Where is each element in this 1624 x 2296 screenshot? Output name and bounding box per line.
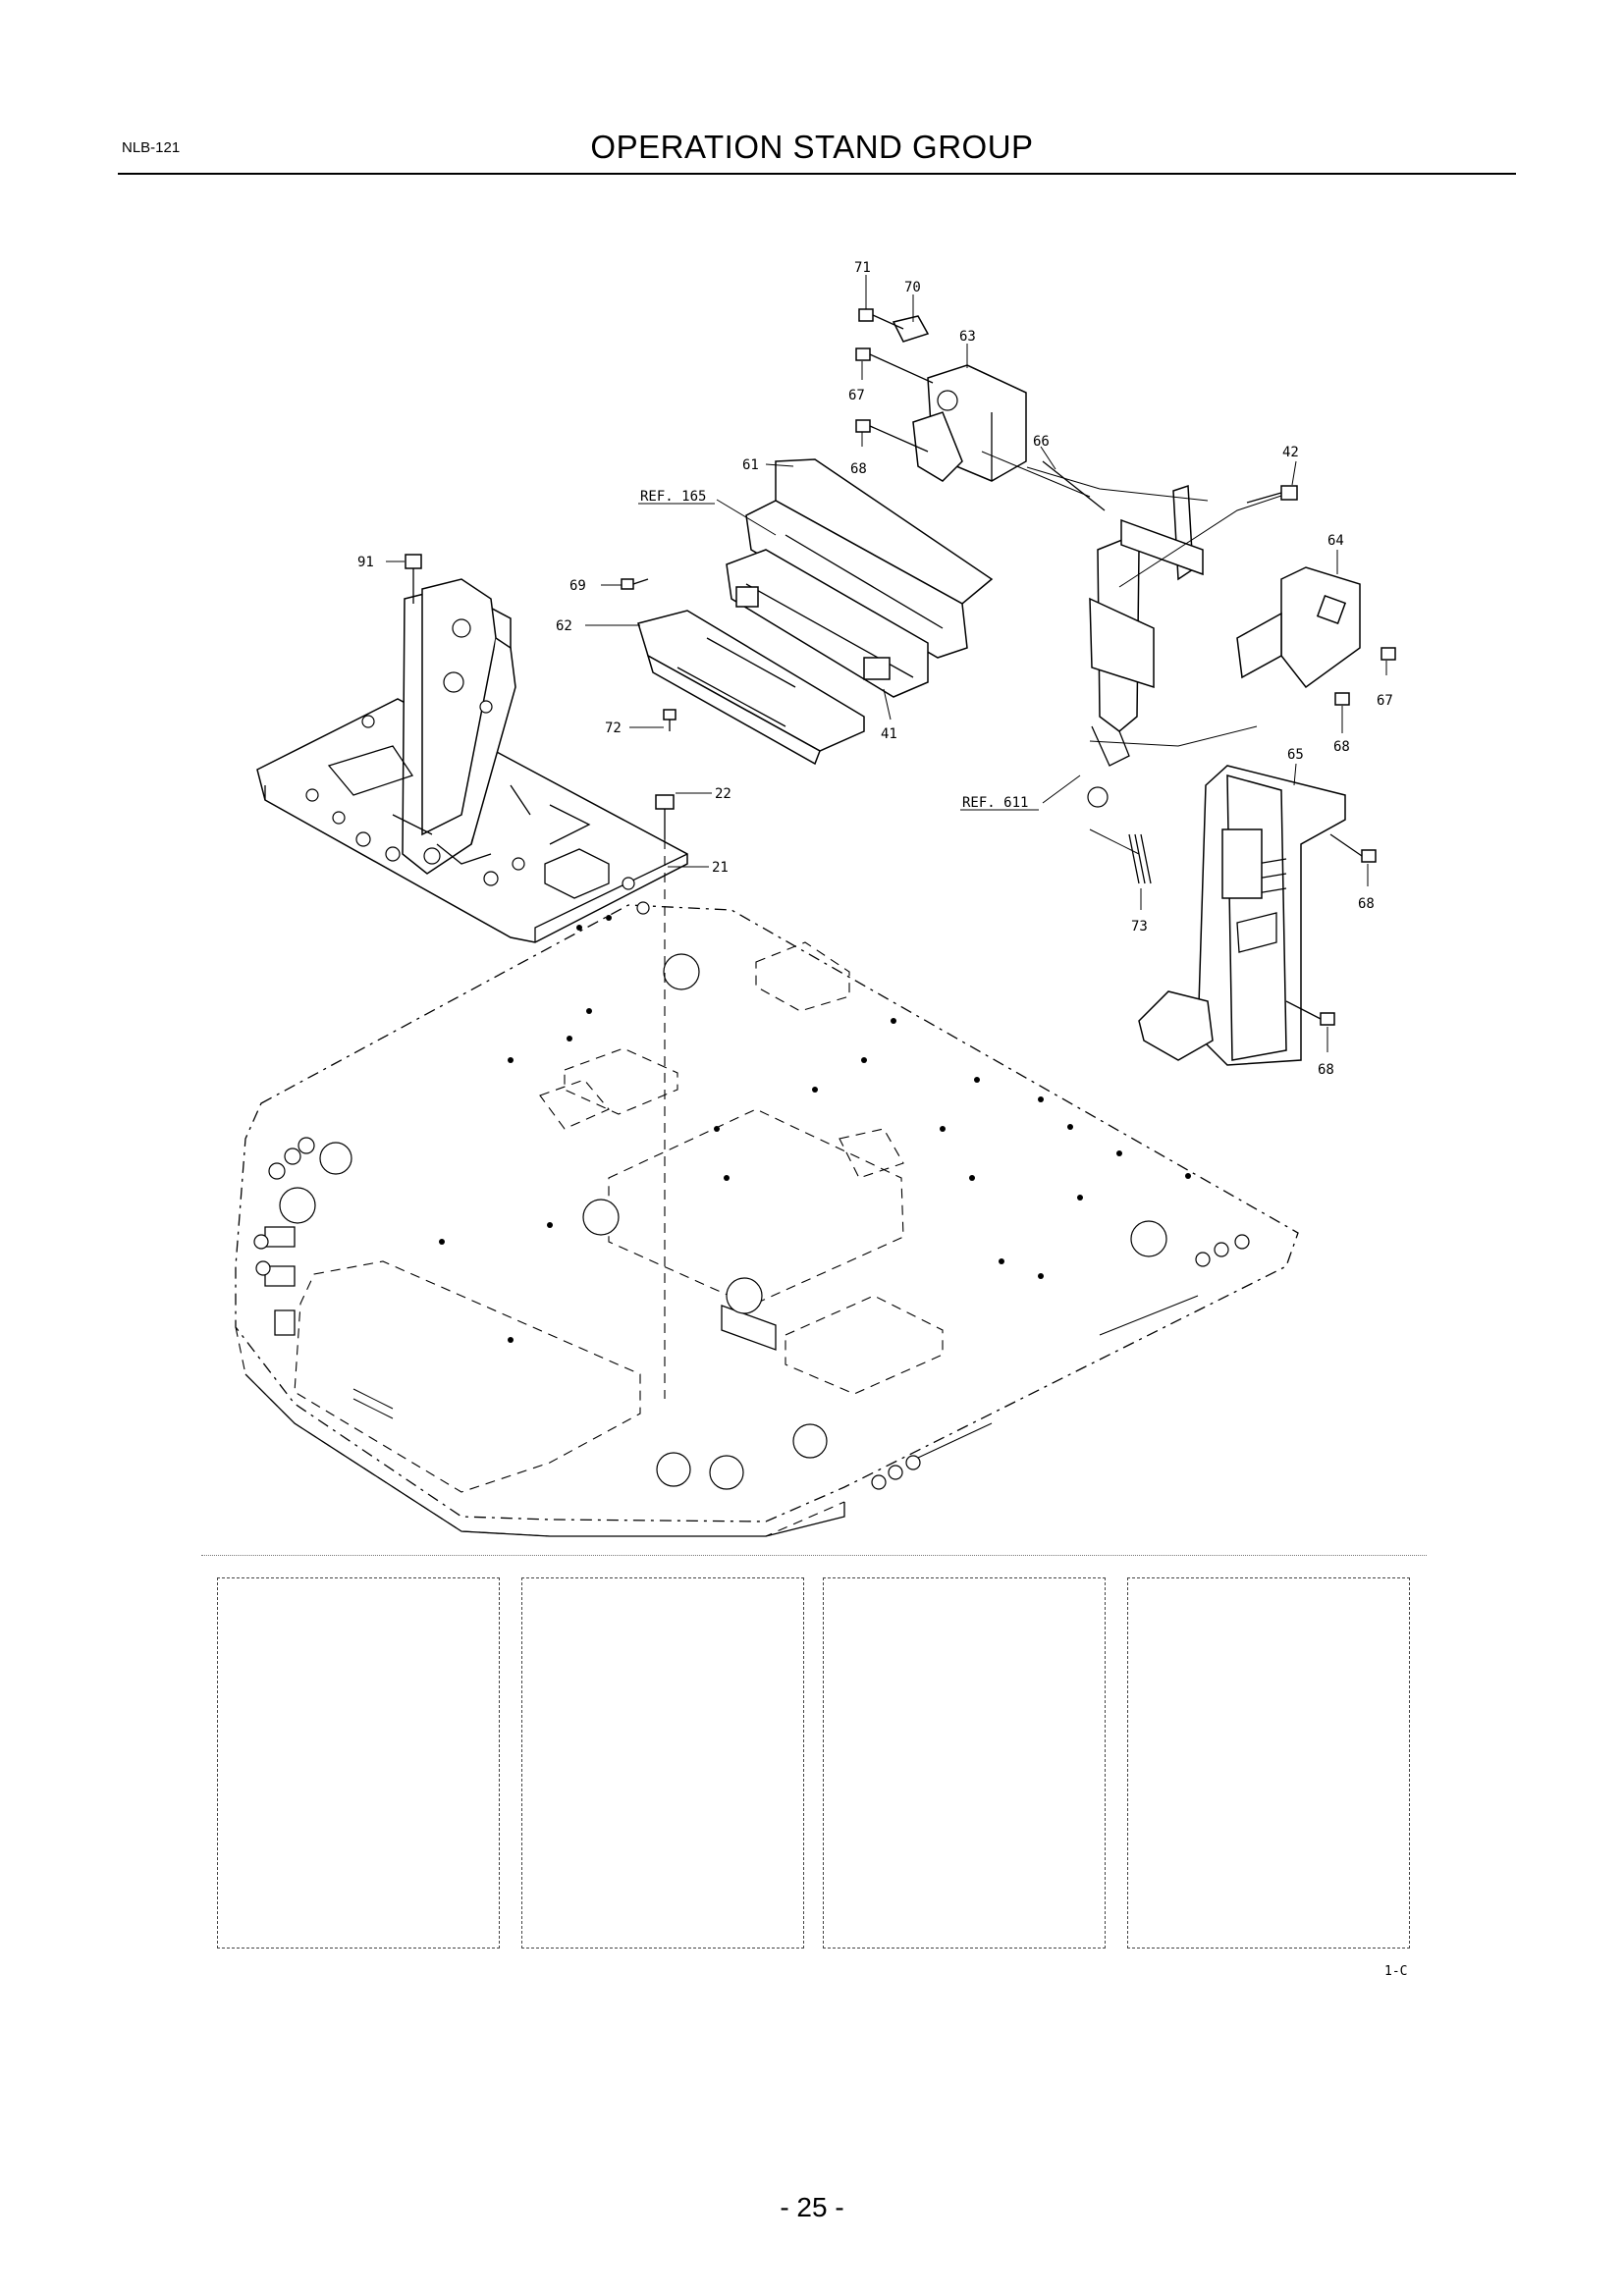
floor-plate <box>235 904 1299 1537</box>
callout-70: 70 <box>904 280 921 295</box>
screw-42 <box>1246 485 1298 504</box>
screw-67b <box>1380 647 1396 661</box>
reference-labels: REF. 165 REF. 611 <box>638 489 1039 811</box>
callout-71: 71 <box>854 260 871 276</box>
callout-69: 69 <box>569 578 586 594</box>
callout-21: 21 <box>712 860 729 876</box>
screw-68a <box>855 419 929 453</box>
callout-72: 72 <box>605 721 622 736</box>
callout-65: 65 <box>1287 747 1304 763</box>
page-title: OPERATION STAND GROUP <box>590 129 1034 165</box>
callout-67: 67 <box>1377 693 1393 709</box>
screw-69 <box>621 578 649 590</box>
diagram-code: 1-C <box>1384 1964 1408 1979</box>
screw-68b <box>1334 692 1350 706</box>
ref-label-611: REF. 611 <box>962 795 1028 811</box>
control-box-63 <box>912 364 1027 482</box>
callout-64: 64 <box>1327 533 1344 549</box>
callout-68: 68 <box>1318 1062 1334 1078</box>
steering-column <box>981 451 1297 808</box>
spring-73 <box>1089 828 1152 884</box>
ref-label-165: REF. 165 <box>640 489 706 505</box>
callout-61: 61 <box>742 457 759 473</box>
model-code: NLB-121 <box>122 139 181 156</box>
stand-base-plate <box>256 578 688 943</box>
notes-box-3 <box>823 1577 1106 1949</box>
callout-22: 22 <box>715 786 731 802</box>
callout-91: 91 <box>357 555 374 570</box>
section-separator <box>201 1555 1427 1556</box>
screw-67a <box>855 347 934 384</box>
callout-66: 66 <box>1033 434 1050 450</box>
screw-68c <box>1329 833 1377 863</box>
leader-lines <box>386 275 1387 1052</box>
callout-41: 41 <box>881 726 897 742</box>
screw-68d <box>1285 1000 1335 1026</box>
callout-68: 68 <box>1333 739 1350 755</box>
screw-72 <box>663 709 677 731</box>
callout-63: 63 <box>959 329 976 345</box>
handle-70 <box>892 315 930 343</box>
callout-73: 73 <box>1131 919 1148 934</box>
column-cover-65 <box>1138 765 1346 1066</box>
switch-bracket <box>726 549 929 698</box>
bolt-22 <box>655 794 675 1399</box>
bolt-91 <box>405 554 422 604</box>
lower-cover-62 <box>637 610 865 766</box>
callout-42: 42 <box>1282 445 1299 460</box>
screw-71 <box>858 308 904 330</box>
callout-68: 68 <box>850 461 867 477</box>
page-number: - 25 - <box>780 2192 844 2222</box>
notes-box-2 <box>521 1577 804 1949</box>
side-case-64 <box>1236 566 1361 689</box>
header-rule <box>118 173 1516 175</box>
callout-68: 68 <box>1358 896 1375 912</box>
notes-box-4 <box>1127 1577 1410 1949</box>
callout-62: 62 <box>556 618 572 634</box>
callout-67: 67 <box>848 388 865 403</box>
callout-labels: 71 70 63 67 66 68 42 61 64 91 69 62 67 6… <box>357 260 1393 1078</box>
notes-box-1 <box>217 1577 500 1949</box>
rod-66 <box>1042 460 1106 511</box>
upper-cover-61 <box>745 458 994 659</box>
